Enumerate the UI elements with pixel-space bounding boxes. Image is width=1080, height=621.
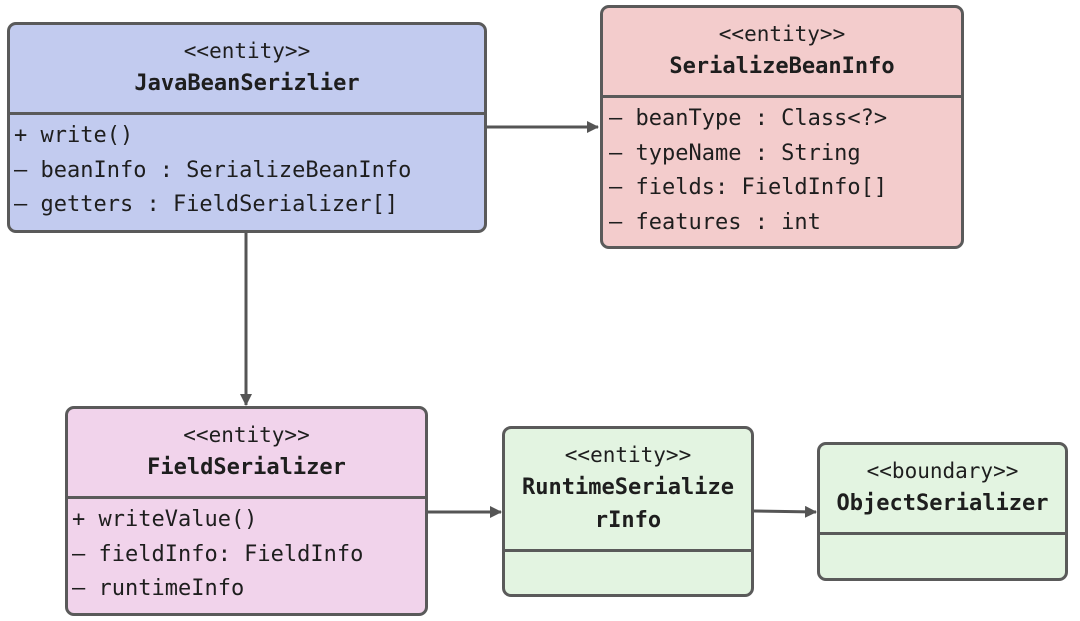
member-item: – beanType : Class<?>	[609, 106, 888, 131]
class-box-runtime-serializer-info[interactable]: <<entity>> RuntimeSerialize rInfo	[502, 426, 754, 597]
member-list-empty	[505, 552, 751, 556]
member-item: – getters : FieldSerializer[]	[14, 192, 399, 217]
stereotype-label: <<entity>>	[183, 39, 311, 63]
member-item: – features : int	[609, 209, 821, 235]
member-list-empty	[820, 535, 1065, 539]
member-item: + write()	[14, 123, 134, 148]
class-name: ObjectSerializer	[836, 491, 1049, 516]
class-box-serialize-bean-info[interactable]: <<entity>> SerializeBeanInfo – beanType …	[600, 5, 964, 249]
stereotype-label: <<boundary>>	[866, 459, 1019, 483]
class-header: <<entity>> FieldSerializer	[68, 409, 425, 499]
class-box-object-serializer[interactable]: <<boundary>> ObjectSerializer	[817, 442, 1068, 581]
class-header: <<entity>> SerializeBeanInfo	[603, 8, 961, 98]
arrow-runtimeserializerinfo-to-objectserializer	[753, 505, 817, 518]
stereotype-label: <<entity>>	[718, 22, 846, 46]
class-header: <<entity>> JavaBeanSerizlier	[10, 25, 484, 115]
class-box-field-serializer[interactable]: <<entity>> FieldSerializer + writeValue(…	[65, 406, 428, 616]
class-box-java-bean-serializer[interactable]: <<entity>> JavaBeanSerizlier + write() –…	[7, 22, 487, 233]
stereotype-label: <<entity>>	[183, 423, 310, 447]
class-name: JavaBeanSerizlier	[134, 71, 360, 96]
member-list: – beanType : Class<?> – typeName : Strin…	[603, 98, 961, 240]
member-item: – runtimeInfo	[72, 576, 245, 601]
stereotype-label: <<entity>>	[564, 443, 692, 467]
member-list: + write() – beanInfo : SerializeBeanInfo…	[10, 115, 484, 223]
class-name-line-1: RuntimeSerialize	[522, 475, 734, 500]
member-item: – beanInfo : SerializeBeanInfo	[14, 157, 412, 183]
class-name: SerializeBeanInfo	[669, 54, 895, 79]
member-item: – fieldInfo: FieldInfo	[72, 541, 364, 567]
class-header: <<boundary>> ObjectSerializer	[820, 445, 1065, 535]
class-name: FieldSerializer	[147, 455, 346, 480]
member-item: – fields: FieldInfo[]	[609, 175, 888, 200]
member-item: – typeName : String	[609, 140, 861, 166]
class-header: <<entity>> RuntimeSerialize rInfo	[505, 429, 751, 552]
class-name-line-2: rInfo	[594, 508, 662, 533]
member-list: + writeValue() – fieldInfo: FieldInfo – …	[68, 499, 425, 607]
member-item: + writeValue()	[72, 507, 258, 532]
